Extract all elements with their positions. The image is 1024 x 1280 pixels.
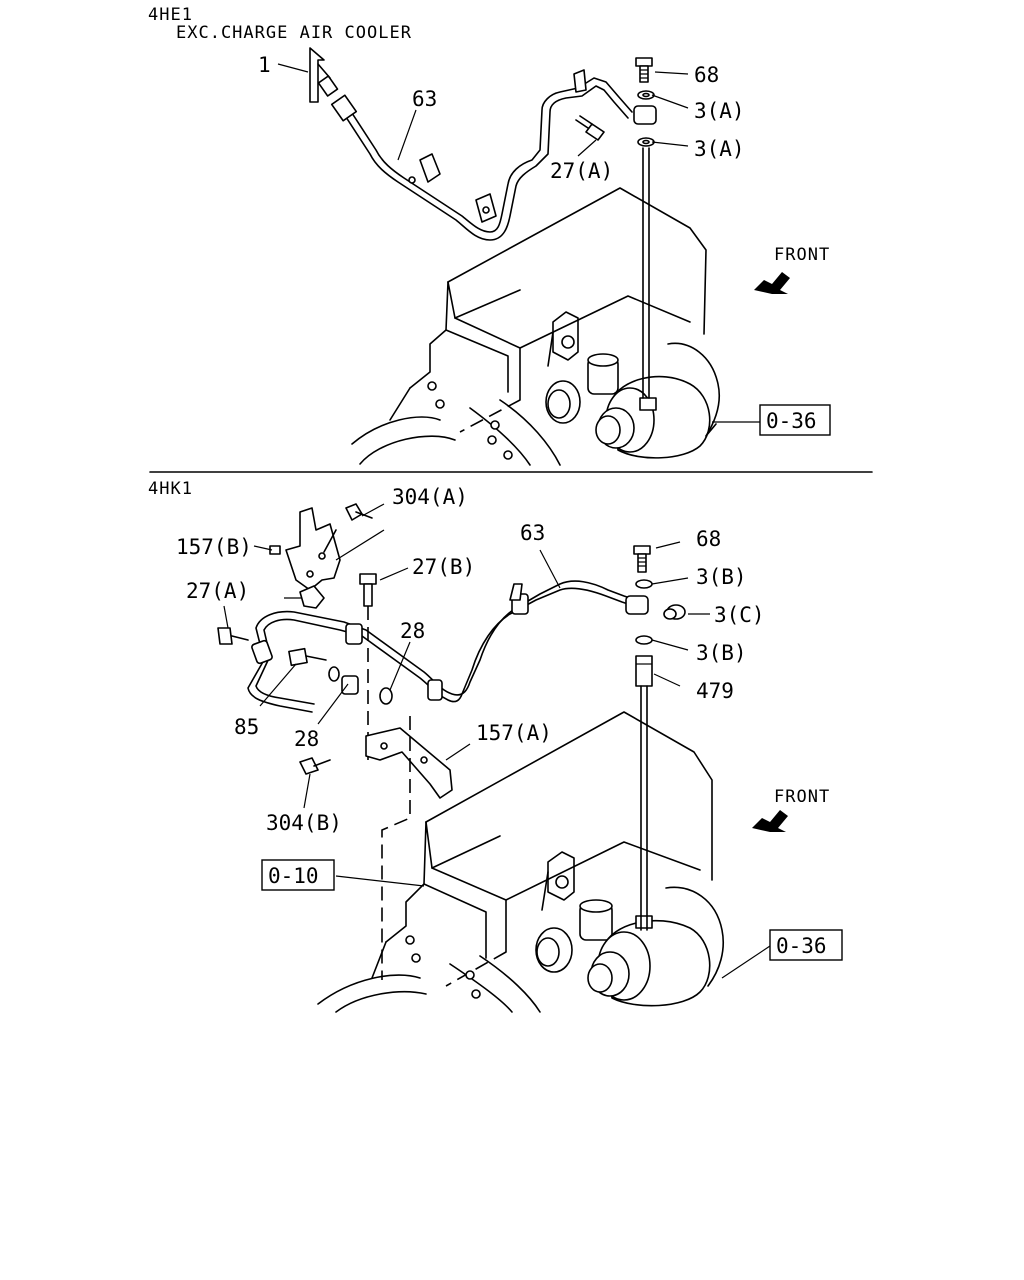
top-engine-model: 4HE1 — [148, 5, 193, 25]
bracket-157b — [269, 503, 385, 609]
label-part-304a: 304(A) — [392, 485, 468, 509]
label-part-1: 1 — [258, 53, 271, 77]
label-part-157b: 157(B) — [176, 535, 252, 559]
label-part-304b: 304(B) — [266, 811, 342, 835]
label-part-68-top: 68 — [694, 63, 719, 87]
ref-0-36-bottom: 0-36 — [776, 934, 827, 958]
label-part-27a-top: 27(A) — [550, 159, 613, 183]
bottom-fasteners — [633, 545, 686, 931]
label-part-3b-upper: 3(B) — [696, 565, 747, 589]
bottom-front-arrow — [752, 810, 788, 832]
bottom-engine-block — [317, 711, 724, 1013]
bolt-27a-bottom — [217, 627, 249, 645]
ref-0-10: 0-10 — [268, 864, 319, 888]
top-section: 4HE1 EXC.CHARGE AIR COOLER — [148, 5, 831, 466]
label-part-27a-bottom: 27(A) — [186, 579, 249, 603]
top-oil-pipe — [309, 47, 657, 241]
bottom-engine-model: 4HK1 — [148, 479, 193, 499]
ref-box-0-10 — [261, 859, 335, 891]
label-part-28-upper: 28 — [400, 619, 425, 643]
top-leaders — [277, 63, 760, 423]
label-part-68-bottom: 68 — [696, 527, 721, 551]
label-part-63-bottom: 63 — [520, 521, 545, 545]
label-part-3c: 3(C) — [714, 603, 765, 627]
bottom-oil-pipe — [247, 580, 649, 713]
label-part-63-top: 63 — [412, 87, 437, 111]
bottom-leaders — [223, 503, 771, 979]
label-part-27b: 27(B) — [412, 555, 475, 579]
ref-box-0-36-bottom — [769, 929, 843, 961]
label-part-85: 85 — [234, 715, 259, 739]
label-part-3a-lower: 3(A) — [694, 137, 745, 161]
fitting-85 — [288, 647, 393, 705]
label-part-479: 479 — [696, 679, 734, 703]
ref-box-0-36-top — [759, 404, 831, 436]
bracket-157a — [299, 716, 453, 980]
ref-0-36-top: 0-36 — [766, 409, 817, 433]
bolt-27b — [359, 573, 377, 760]
top-fasteners — [575, 57, 655, 399]
label-part-3a-upper: 3(A) — [694, 99, 745, 123]
label-front-top: FRONT — [774, 245, 830, 265]
top-engine-note: EXC.CHARGE AIR COOLER — [176, 23, 412, 43]
bottom-section: 4HK1 — [148, 479, 843, 1013]
label-part-28-lower: 28 — [294, 727, 319, 751]
label-front-bottom: FRONT — [774, 787, 830, 807]
top-front-arrow — [754, 272, 790, 294]
label-part-3b-lower: 3(B) — [696, 641, 747, 665]
top-engine-block — [351, 187, 721, 466]
label-part-157a: 157(A) — [476, 721, 552, 745]
